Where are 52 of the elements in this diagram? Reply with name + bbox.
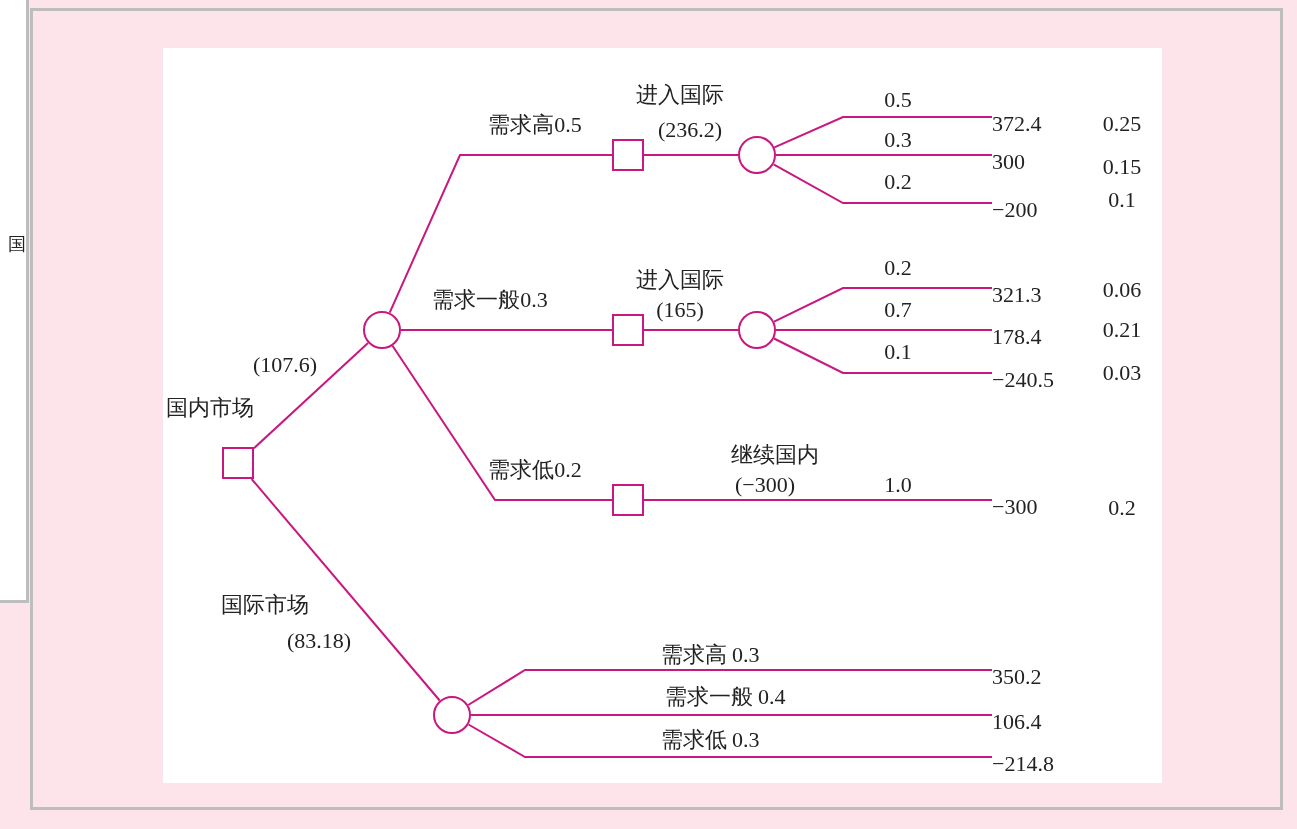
joint-probability: 0.06 <box>1101 278 1143 302</box>
branch-line <box>643 154 739 156</box>
branch-label: 国际市场 <box>219 593 311 617</box>
branch-line <box>772 163 993 204</box>
payoff-value: 321.3 <box>992 284 1042 306</box>
joint-probability: 0.21 <box>1101 318 1143 342</box>
payoff-value: 350.2 <box>992 666 1042 688</box>
decision-square <box>222 447 254 479</box>
expected-value: (107.6) <box>251 353 319 377</box>
branch-line <box>643 499 993 501</box>
branch-line <box>643 329 739 331</box>
branch-label: 国内市场 <box>164 396 256 420</box>
decision-square <box>612 314 644 346</box>
payoff-value: 300 <box>992 151 1025 173</box>
decision-label: 进入国际 <box>635 268 725 292</box>
payoff-value: 178.4 <box>992 326 1042 348</box>
branch-line <box>773 116 993 149</box>
payoff-value: −300 <box>992 496 1038 518</box>
branch-line <box>467 723 993 758</box>
expected-value: (83.18) <box>287 630 352 652</box>
payoff-value: −240.5 <box>992 369 1054 391</box>
branch-line <box>773 287 993 323</box>
branch-line <box>250 478 441 702</box>
payoff-value: 106.4 <box>992 711 1042 733</box>
branch-label: 需求低0.2 <box>486 458 584 482</box>
decision-label: 继续国内 <box>730 443 820 467</box>
joint-probability: 0.15 <box>1101 155 1143 179</box>
branch-line <box>253 341 369 450</box>
joint-probability: 0.1 <box>1107 188 1137 212</box>
branch-line <box>775 154 993 156</box>
branch-line <box>400 329 613 331</box>
expected-value: (236.2) <box>656 118 724 142</box>
branch-line <box>773 337 993 374</box>
payoff-value: 372.4 <box>992 113 1042 135</box>
decision-label: 进入国际 <box>635 83 725 107</box>
branch-label: 需求一般0.3 <box>430 288 550 312</box>
branch-line <box>467 669 993 706</box>
payoff-value: −200 <box>992 199 1038 221</box>
decision-square <box>612 484 644 516</box>
joint-probability: 0.03 <box>1101 361 1143 385</box>
cut-off-text: 国 <box>8 235 26 253</box>
branch-label: 需求高0.5 <box>486 113 584 137</box>
expected-value: (165) <box>655 298 705 322</box>
expected-value: (−300) <box>733 473 797 497</box>
decision-square <box>612 139 644 171</box>
branch-line <box>388 154 613 314</box>
branch-line <box>775 329 993 331</box>
payoff-value: −214.8 <box>992 753 1054 775</box>
joint-probability: 0.25 <box>1101 112 1143 136</box>
branch-line <box>470 714 993 716</box>
joint-probability: 0.2 <box>1107 496 1137 520</box>
branch-line <box>391 344 613 501</box>
